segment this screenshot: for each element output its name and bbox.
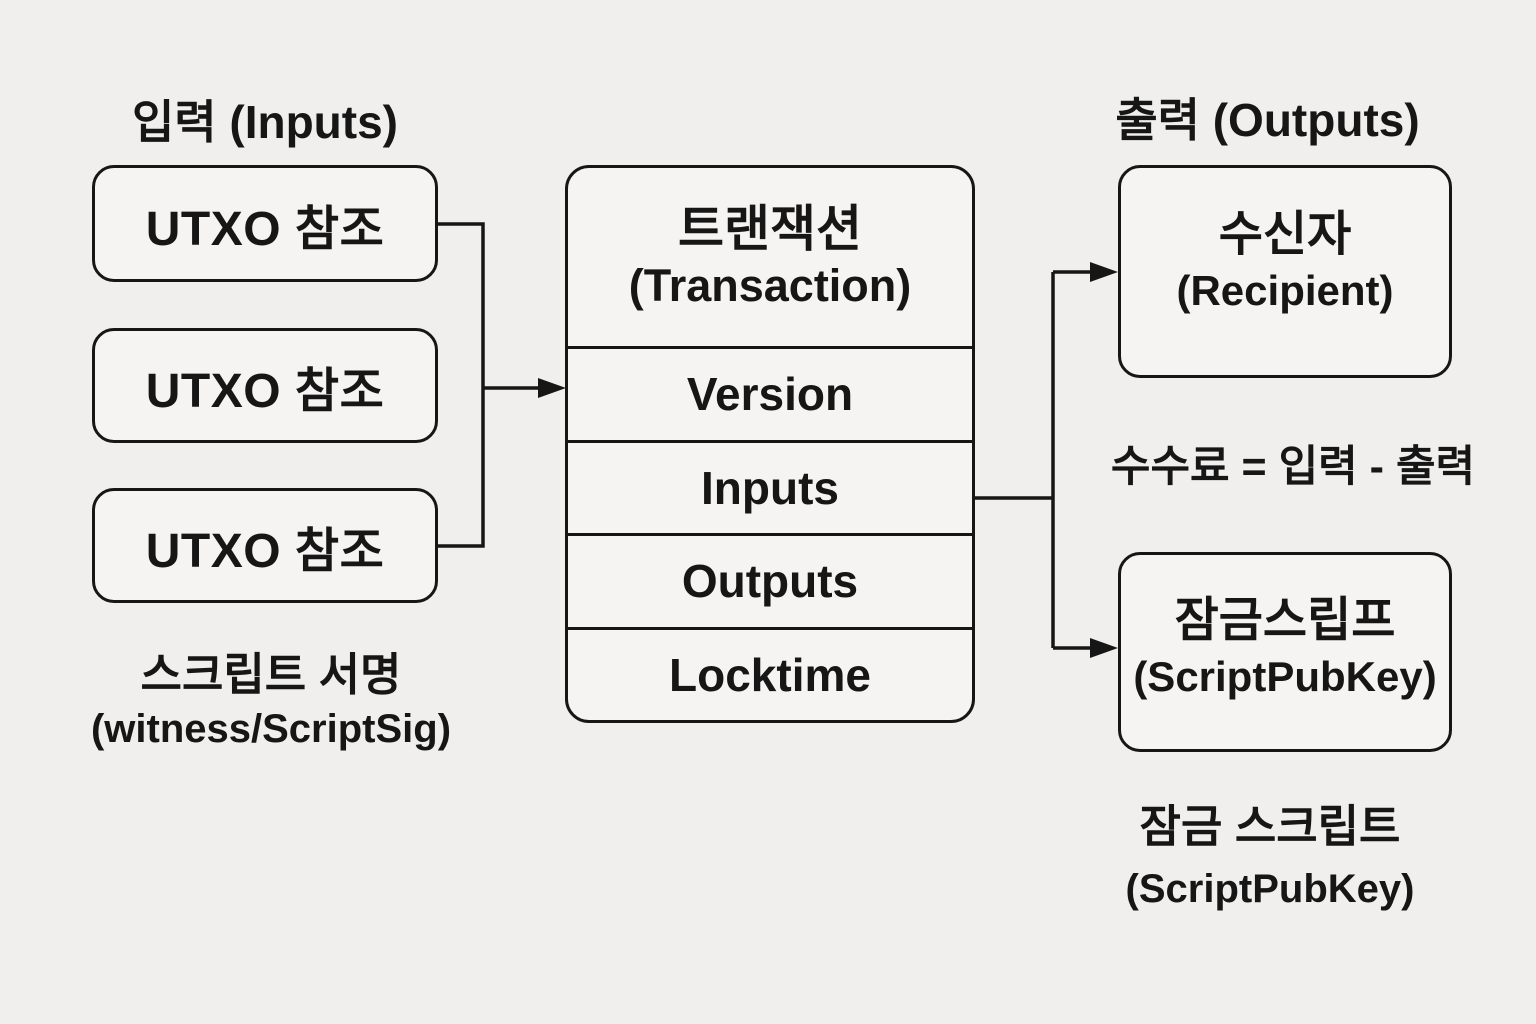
locking-script-note-line1: 잠금 스크립트 [1139, 801, 1401, 852]
recipient-box-line1: 수신자 [1218, 208, 1352, 262]
locking-script-box-line2: (ScriptPubKey) [1133, 652, 1437, 700]
script-signature-note: 스크립트 서명 (witness/ScriptSig) [70, 648, 472, 756]
utxo-box-1: UTXO 참조 [92, 165, 438, 282]
locking-script-note: 잠금 스크립트 (ScriptPubKey) [1070, 800, 1470, 916]
script-signature-note-line2: (witness/ScriptSig) [90, 707, 452, 751]
transaction-box: 트랜잭션 (Transaction) Version Inputs Output… [565, 165, 975, 723]
arrow-to-transaction-head-icon [538, 378, 566, 398]
inputs-section-title: 입력 (Inputs) [131, 96, 399, 148]
locking-script-box-line1: 잠금스립프 [1174, 593, 1396, 647]
recipient-box-line2: (Recipient) [1176, 267, 1394, 315]
locking-script-note-line2: (ScriptPubKey) [1125, 867, 1415, 911]
utxo-box-1-label: UTXO 참조 [145, 202, 385, 256]
transaction-row-inputs: Inputs [568, 439, 972, 534]
fee-formula: 수수료 = 입력 - 출력 [1110, 443, 1476, 491]
utxo-box-3: UTXO 참조 [92, 488, 438, 603]
utxo-box-2: UTXO 참조 [92, 328, 438, 443]
arrow-to-recipient-head-icon [1090, 262, 1118, 282]
utxo-box-3-label: UTXO 참조 [145, 524, 385, 578]
locking-script-box: 잠금스립프 (ScriptPubKey) [1118, 552, 1452, 752]
transaction-box-header: 트랜잭션 (Transaction) [568, 168, 972, 346]
transaction-row-outputs: Outputs [568, 533, 972, 627]
transaction-title-ko: 트랜잭션 [678, 201, 862, 258]
script-signature-note-line1: 스크립트 서명 [140, 649, 402, 700]
arrow-to-script-head-icon [1090, 638, 1118, 658]
inputs-bracket-line [438, 222, 485, 548]
transaction-row-locktime: Locktime [568, 626, 972, 721]
utxo-box-2-label: UTXO 참조 [145, 364, 385, 418]
outputs-section-title: 출력 (Outputs) [1115, 94, 1420, 146]
transaction-row-version: Version [568, 346, 972, 440]
transaction-title-en: (Transaction) [628, 259, 912, 311]
recipient-box: 수신자 (Recipient) [1118, 165, 1452, 378]
